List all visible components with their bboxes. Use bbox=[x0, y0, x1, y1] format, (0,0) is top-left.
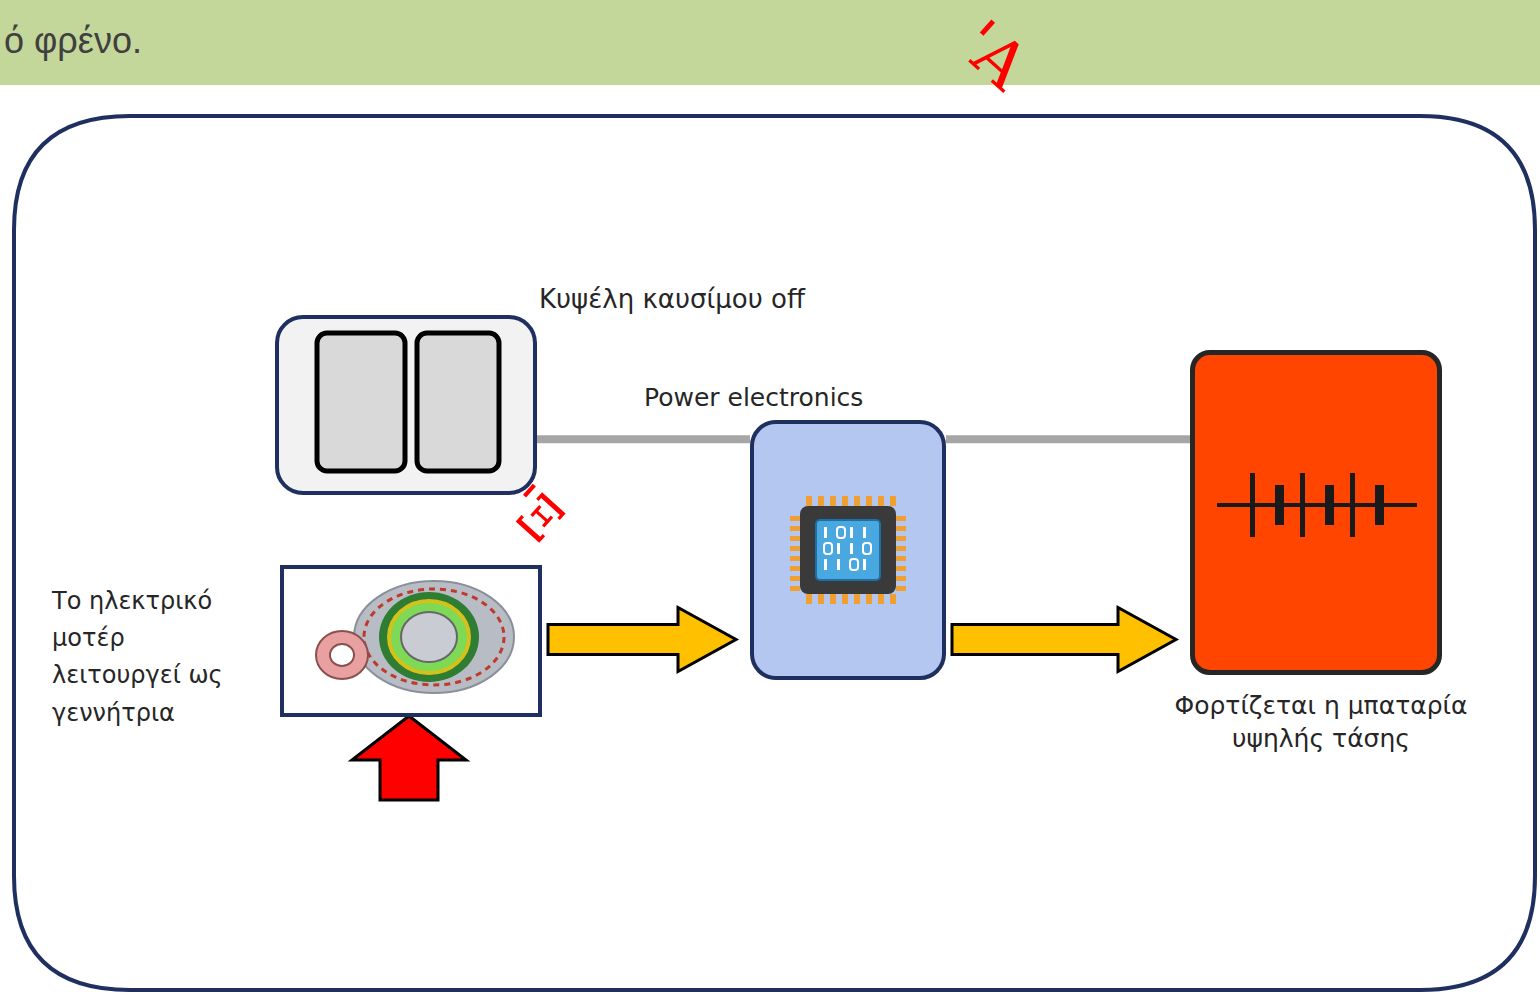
chip-pin bbox=[896, 586, 906, 591]
chip-pin bbox=[830, 496, 836, 506]
chip-pin bbox=[896, 556, 906, 561]
chip-pin bbox=[896, 576, 906, 581]
chip-bit bbox=[863, 543, 871, 554]
motor-rotor-ring bbox=[389, 601, 469, 673]
motor-housing bbox=[354, 581, 514, 693]
chip-bit bbox=[863, 527, 866, 538]
node-label: Το ηλεκτρικό μοτέρ λειτουργεί ως γεννήτρ… bbox=[52, 583, 252, 732]
chip-icon bbox=[790, 496, 906, 604]
cell-icon bbox=[279, 319, 533, 491]
cell-plate bbox=[417, 333, 499, 471]
fuel-cell-box: Κυψέλη καυσίμου off bbox=[275, 315, 537, 495]
bearing-outer bbox=[316, 631, 368, 679]
chip-pin bbox=[866, 594, 872, 604]
cell-plate bbox=[317, 333, 405, 471]
chip-bit bbox=[863, 559, 866, 570]
outer-frame bbox=[14, 116, 1535, 990]
chip-pin bbox=[830, 594, 836, 604]
chip-bit bbox=[850, 559, 858, 570]
battery-plate bbox=[1325, 485, 1334, 525]
chip-pin bbox=[890, 594, 896, 604]
battery-plate bbox=[1375, 485, 1384, 525]
motor-stator bbox=[379, 592, 479, 682]
motor-icon bbox=[284, 569, 538, 713]
chip-pin bbox=[896, 526, 906, 531]
chip-pin bbox=[818, 594, 824, 604]
battery-plate bbox=[1300, 473, 1305, 537]
chip-bit bbox=[837, 559, 840, 570]
force-arrow bbox=[352, 716, 466, 800]
chip-pin bbox=[866, 496, 872, 506]
chip-bit bbox=[850, 527, 853, 538]
chip-pin bbox=[790, 566, 800, 571]
motor-picture bbox=[316, 581, 514, 693]
chip-icon bbox=[754, 424, 942, 676]
motor-rotor bbox=[401, 612, 457, 662]
chip-pin bbox=[790, 536, 800, 541]
chip-pin bbox=[790, 526, 800, 531]
motor-box: Το ηλεκτρικό μοτέρ λειτουργεί ως γεννήτρ… bbox=[280, 565, 542, 717]
chip-bit bbox=[837, 543, 840, 554]
chip-bit bbox=[850, 543, 853, 554]
flow-arrow bbox=[548, 608, 736, 672]
chip-pin bbox=[818, 496, 824, 506]
node-label: Κυψέλη καυσίμου off bbox=[539, 283, 999, 317]
chip-pin bbox=[896, 536, 906, 541]
battery-plate bbox=[1350, 473, 1355, 537]
wire-connector bbox=[946, 439, 1190, 440]
chip-pin bbox=[854, 594, 860, 604]
chip-core bbox=[816, 520, 880, 580]
chip-pin bbox=[806, 594, 812, 604]
battery-plate bbox=[1275, 485, 1284, 525]
chip-bit bbox=[837, 527, 845, 538]
header-band: ό φρένο. bbox=[0, 0, 1540, 85]
chip-pin bbox=[790, 516, 800, 521]
battery-lead bbox=[1217, 503, 1417, 507]
chip-pin bbox=[842, 594, 848, 604]
chip-pin bbox=[854, 496, 860, 506]
flow-arrow bbox=[952, 608, 1176, 672]
chip-pin bbox=[878, 496, 884, 506]
chip-pin bbox=[790, 556, 800, 561]
node-label: Power electronics bbox=[644, 382, 1064, 415]
chip-pin bbox=[790, 546, 800, 551]
chip-body bbox=[800, 506, 896, 594]
chip-bit bbox=[824, 559, 827, 570]
motor-housing-red bbox=[364, 589, 504, 685]
bearing-inner bbox=[330, 644, 354, 666]
wire bbox=[946, 435, 1190, 443]
battery-symbol bbox=[1217, 473, 1417, 537]
chip-bit bbox=[824, 543, 832, 554]
wire-connector bbox=[537, 439, 750, 440]
chip-pin bbox=[896, 516, 906, 521]
battery-plate bbox=[1250, 473, 1255, 537]
chip-pin bbox=[790, 576, 800, 581]
battery-box: Φορτίζεται η μπαταρία υψηλής τάσης bbox=[1190, 350, 1442, 675]
chip-pin bbox=[896, 566, 906, 571]
battery-icon bbox=[1195, 355, 1437, 670]
chip-pin bbox=[790, 586, 800, 591]
chip-pin bbox=[878, 594, 884, 604]
chip-pin bbox=[890, 496, 896, 506]
chip-bit bbox=[824, 527, 827, 538]
chip-pin bbox=[806, 496, 812, 506]
power-electronics-box: Power electronics bbox=[750, 420, 946, 680]
node-label: ό φρένο. bbox=[4, 18, 604, 65]
wire bbox=[537, 435, 750, 443]
chip-pin bbox=[842, 496, 848, 506]
node-label: Φορτίζεται η μπαταρία υψηλής τάσης bbox=[1125, 690, 1517, 755]
chip-pin bbox=[896, 546, 906, 551]
